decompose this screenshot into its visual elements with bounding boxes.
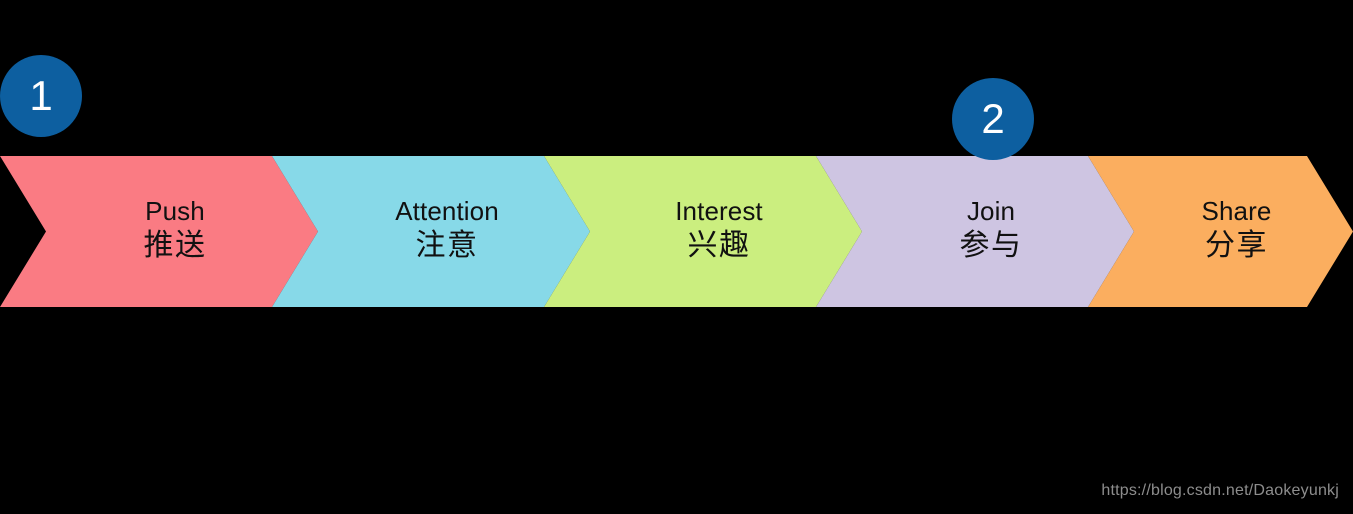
step-badge-2[interactable]: 2 — [952, 78, 1034, 160]
step-badge-1-number: 1 — [29, 72, 53, 119]
chevron-step-attention-label-zh: 注意 — [415, 228, 479, 262]
chevron-step-join-text: Join 参与 — [959, 195, 1023, 267]
chevron-step-interest-text: Interest 兴趣 — [675, 195, 763, 267]
chevron-step-interest-label-en: Interest — [675, 195, 763, 226]
chevron-step-share-label-en: Share — [1201, 195, 1272, 226]
chevron-step-push[interactable]: Push 推送 — [0, 156, 318, 307]
chevron-step-push-label-zh: 推送 — [143, 228, 207, 262]
chevron-step-join-label-en: Join — [966, 195, 1016, 226]
chevron-step-join[interactable]: Join 参与 — [816, 156, 1134, 307]
chevron-step-push-label-en: Push — [145, 195, 205, 226]
chevron-step-join-label-zh: 参与 — [959, 228, 1023, 262]
chevron-step-interest-label-zh: 兴趣 — [687, 228, 751, 262]
chevron-step-attention-text: Attention 注意 — [395, 195, 499, 267]
chevron-step-attention-label-en: Attention — [395, 195, 499, 226]
chevron-process-row: Push 推送 Attention 注意 Interest 兴趣 Join 参与 — [0, 156, 1353, 307]
watermark-url: https://blog.csdn.net/Daokeyunkj — [1101, 482, 1339, 499]
step-badge-1[interactable]: 1 — [0, 55, 82, 137]
chevron-step-share-label-zh: 分享 — [1204, 228, 1268, 262]
chevron-step-interest[interactable]: Interest 兴趣 — [544, 156, 862, 307]
chevron-step-attention[interactable]: Attention 注意 — [272, 156, 590, 307]
chevron-step-share-text: Share 分享 — [1201, 195, 1272, 267]
step-badge-2-number: 2 — [981, 95, 1005, 142]
chevron-step-push-text: Push 推送 — [143, 195, 207, 267]
